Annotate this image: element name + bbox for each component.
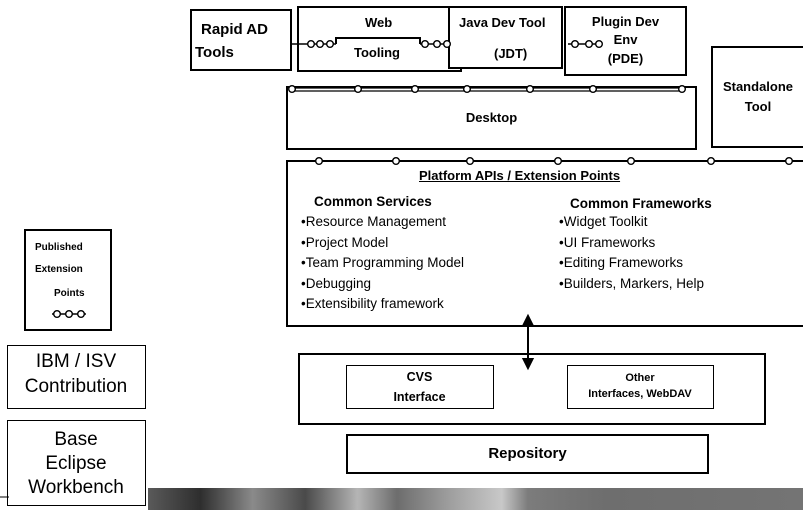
framework-item: UI Frameworks	[559, 233, 704, 254]
cvs-label-1: CVS	[406, 370, 433, 384]
cvs-interface-box: CVS Interface	[346, 365, 494, 409]
base-eclipse-label-1: Base	[54, 429, 98, 450]
common-services-heading: Common Services	[314, 194, 432, 209]
repository-box: Repository	[346, 434, 709, 474]
jdt-label-1: Java Dev Tool	[459, 15, 546, 30]
cvs-label-2: Interface	[393, 390, 446, 404]
other-interfaces-box: Other Interfaces, WebDAV	[567, 365, 714, 409]
framework-item: Builders, Markers, Help	[559, 274, 704, 295]
service-item: Project Model	[301, 233, 464, 254]
framework-item: Widget Toolkit	[559, 212, 704, 233]
pde-label-1: Plugin Dev	[591, 14, 660, 29]
ibm-isv-label-2: Contribution	[24, 376, 128, 397]
legend-label-2: Extension	[35, 264, 83, 275]
rapid-ad-tools-label-1: Rapid AD	[201, 21, 268, 38]
ibm-isv-label-1: IBM / ISV	[35, 351, 117, 372]
desktop-label: Desktop	[465, 110, 518, 125]
photo-strip-image	[148, 488, 803, 510]
jdt-box: Java Dev Tool (JDT)	[448, 6, 563, 69]
standalone-tool-box: Standalone Tool	[711, 46, 803, 148]
jdt-label-2: (JDT)	[494, 46, 528, 61]
base-eclipse-workbench-legend: Base Eclipse Workbench	[7, 420, 146, 506]
interfaces-box: CVS Interface Other Interfaces, WebDAV	[298, 353, 766, 425]
rapid-ad-tools-box: Rapid AD Tools	[190, 9, 292, 71]
base-eclipse-label-2: Eclipse	[45, 453, 107, 474]
published-extension-legend: Published Extension Points	[24, 229, 112, 331]
pde-label-3: (PDE)	[607, 51, 644, 66]
common-frameworks-heading: Common Frameworks	[570, 196, 712, 211]
legend-label-3: Points	[54, 288, 85, 299]
service-item: Team Programming Model	[301, 253, 464, 274]
base-eclipse-label-3: Workbench	[28, 477, 124, 498]
platform-box: Platform APIs / Extension Points Common …	[286, 160, 803, 327]
web-tooling-label-2: Tooling	[354, 45, 400, 60]
platform-title: Platform APIs / Extension Points	[419, 168, 621, 183]
common-services-list: Resource Management Project Model Team P…	[301, 212, 464, 315]
desktop-box: Desktop	[286, 86, 697, 150]
repository-label: Repository	[488, 445, 567, 462]
pde-label-2: Env	[613, 32, 638, 47]
standalone-label-1: Standalone	[722, 79, 794, 94]
common-frameworks-list: Widget Toolkit UI Frameworks Editing Fra…	[559, 212, 704, 294]
framework-item: Editing Frameworks	[559, 253, 704, 274]
rapid-ad-tools-label-2: Tools	[195, 44, 234, 61]
service-item: Debugging	[301, 274, 464, 295]
web-tooling-label-1: Web	[365, 15, 393, 30]
legend-label-1: Published	[35, 242, 83, 253]
other-label-2: Interfaces, WebDAV	[588, 388, 692, 400]
other-label-1: Other	[625, 372, 655, 384]
pde-box: Plugin Dev Env (PDE)	[564, 6, 687, 76]
standalone-label-2: Tool	[744, 99, 772, 114]
service-item: Resource Management	[301, 212, 464, 233]
service-item: Extensibility framework	[301, 294, 464, 315]
ibm-isv-contribution-legend: IBM / ISV Contribution	[7, 345, 146, 409]
